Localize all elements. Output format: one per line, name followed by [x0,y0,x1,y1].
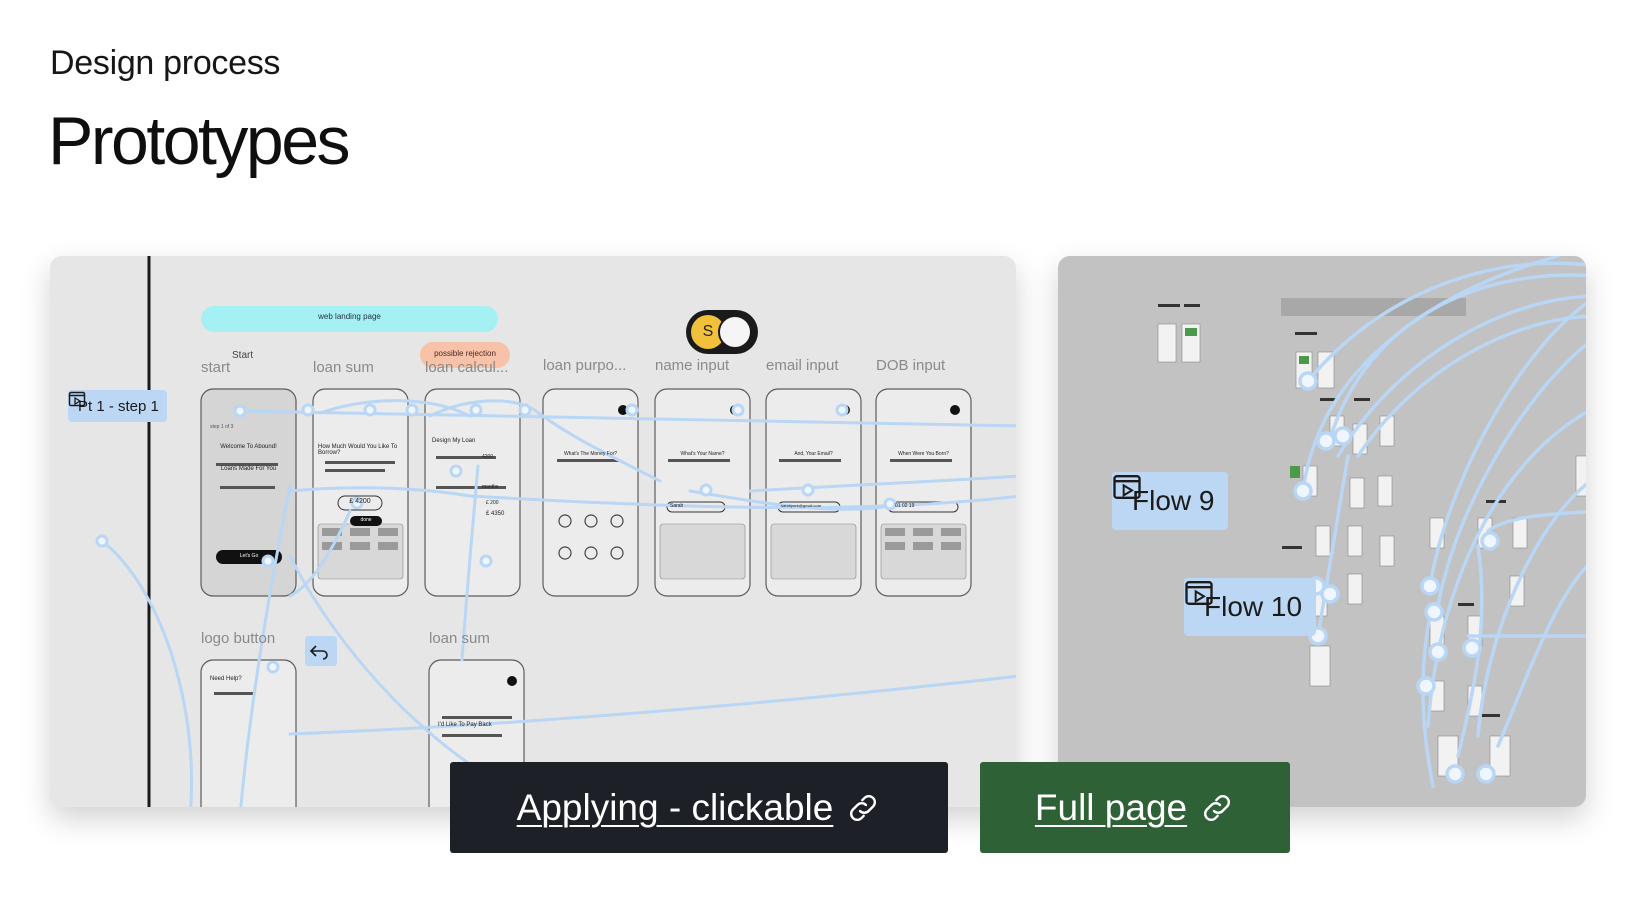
flow-tag-9[interactable]: Flow 9 [1112,472,1229,530]
play-frame-icon [68,391,86,407]
loan-purpose-heading: What's The Money For? [563,451,618,457]
prototype-map-right [1157,256,1586,788]
name-input-heading: What's Your Name? [680,451,725,457]
play-frame-icon [1113,475,1141,499]
start-button[interactable]: Let's Go [239,553,259,559]
name-input-value[interactable]: Sarah [670,503,684,509]
full-page-label: Full page [1034,786,1188,828]
applying-clickable-link[interactable]: Applying - clickable [450,762,948,853]
loan-calc-installment: £ 200 [486,500,499,506]
rejection-badge: possible rejection [434,349,496,358]
prototype-canvas-right[interactable]: Flow 9 Flow 10 [1058,256,1586,807]
applying-clickable-label: Applying - clickable [516,786,834,828]
frame-label-logo-button: logo button [201,630,276,647]
flow-tag-pt1-step1[interactable]: Pt 1 - step 1 [68,390,167,422]
frame-label-name-input: name input [655,357,730,374]
frame-label-loan-purpose: loan purpo... [543,357,627,374]
frame-label-loan-sum: loan sum [313,359,374,376]
connector-nodes [1293,371,1500,784]
page-title: Prototypes [48,103,351,179]
flow-9-label: Flow 9 [1132,485,1215,516]
play-frame-icon [1185,581,1213,605]
prototype-canvas-left[interactable]: start loan sum loan calcul... loan purpo… [50,256,1016,807]
avatar-photo [718,315,752,349]
loan-sum-done[interactable]: done [360,517,372,523]
mini-frames [1157,323,1586,777]
email-input-value[interactable]: sarahpark@gmail.com [781,503,822,508]
loan-calc-heading: Design My Loan [432,438,476,444]
start-step: step 1 of 3 [210,424,234,430]
start-subheading: Loans Made For You [220,466,277,472]
flow-tag-label: Pt 1 - step 1 [78,397,159,415]
frame-label-start: start [201,359,231,376]
connectors [100,399,1016,807]
frame-label-dob-input: DOB input [876,357,946,374]
connectors [1301,256,1586,788]
collaborator-avatars[interactable]: S [686,310,758,354]
loan-calc-total: £ 4350 [486,511,505,517]
logo-button-heading: Need Help? [210,676,242,682]
flow-10-label: Flow 10 [1204,591,1303,622]
flow-tag-10[interactable]: Flow 10 [1184,578,1317,636]
loan-sum-heading: How Much Would You Like To Borrow? [318,444,398,456]
prototype-map-left [95,256,1016,807]
frame-label-loan-sum-2: loan sum [429,630,490,647]
loan-sum-value[interactable]: £ 4200 [349,498,371,505]
frame-details [214,456,952,737]
link-icon [1204,794,1231,821]
frame-label-email-input: email input [766,357,839,374]
link-icon [850,794,877,821]
frame-note-start: Start [232,350,254,361]
web-landing-banner: web landing page [318,312,381,321]
page-eyebrow: Design process [50,44,281,82]
loan-sum-2-heading: I'd Like To Pay Back [438,722,492,728]
dob-input-heading: When Were You Born? [898,451,949,457]
full-page-link[interactable]: Full page [980,762,1290,853]
frame-label-loan-calc: loan calcul... [425,359,509,376]
dob-input-value[interactable]: 01 02 19 [895,503,915,509]
start-heading: Welcome To Abound! [220,444,277,450]
keypads [317,523,967,580]
loan-calc-value2[interactable]: months [482,484,499,490]
email-input-heading: And, Your Email? [794,451,833,457]
connector-nodes [95,403,897,674]
loan-calc-value1[interactable]: 4200 [482,454,494,460]
